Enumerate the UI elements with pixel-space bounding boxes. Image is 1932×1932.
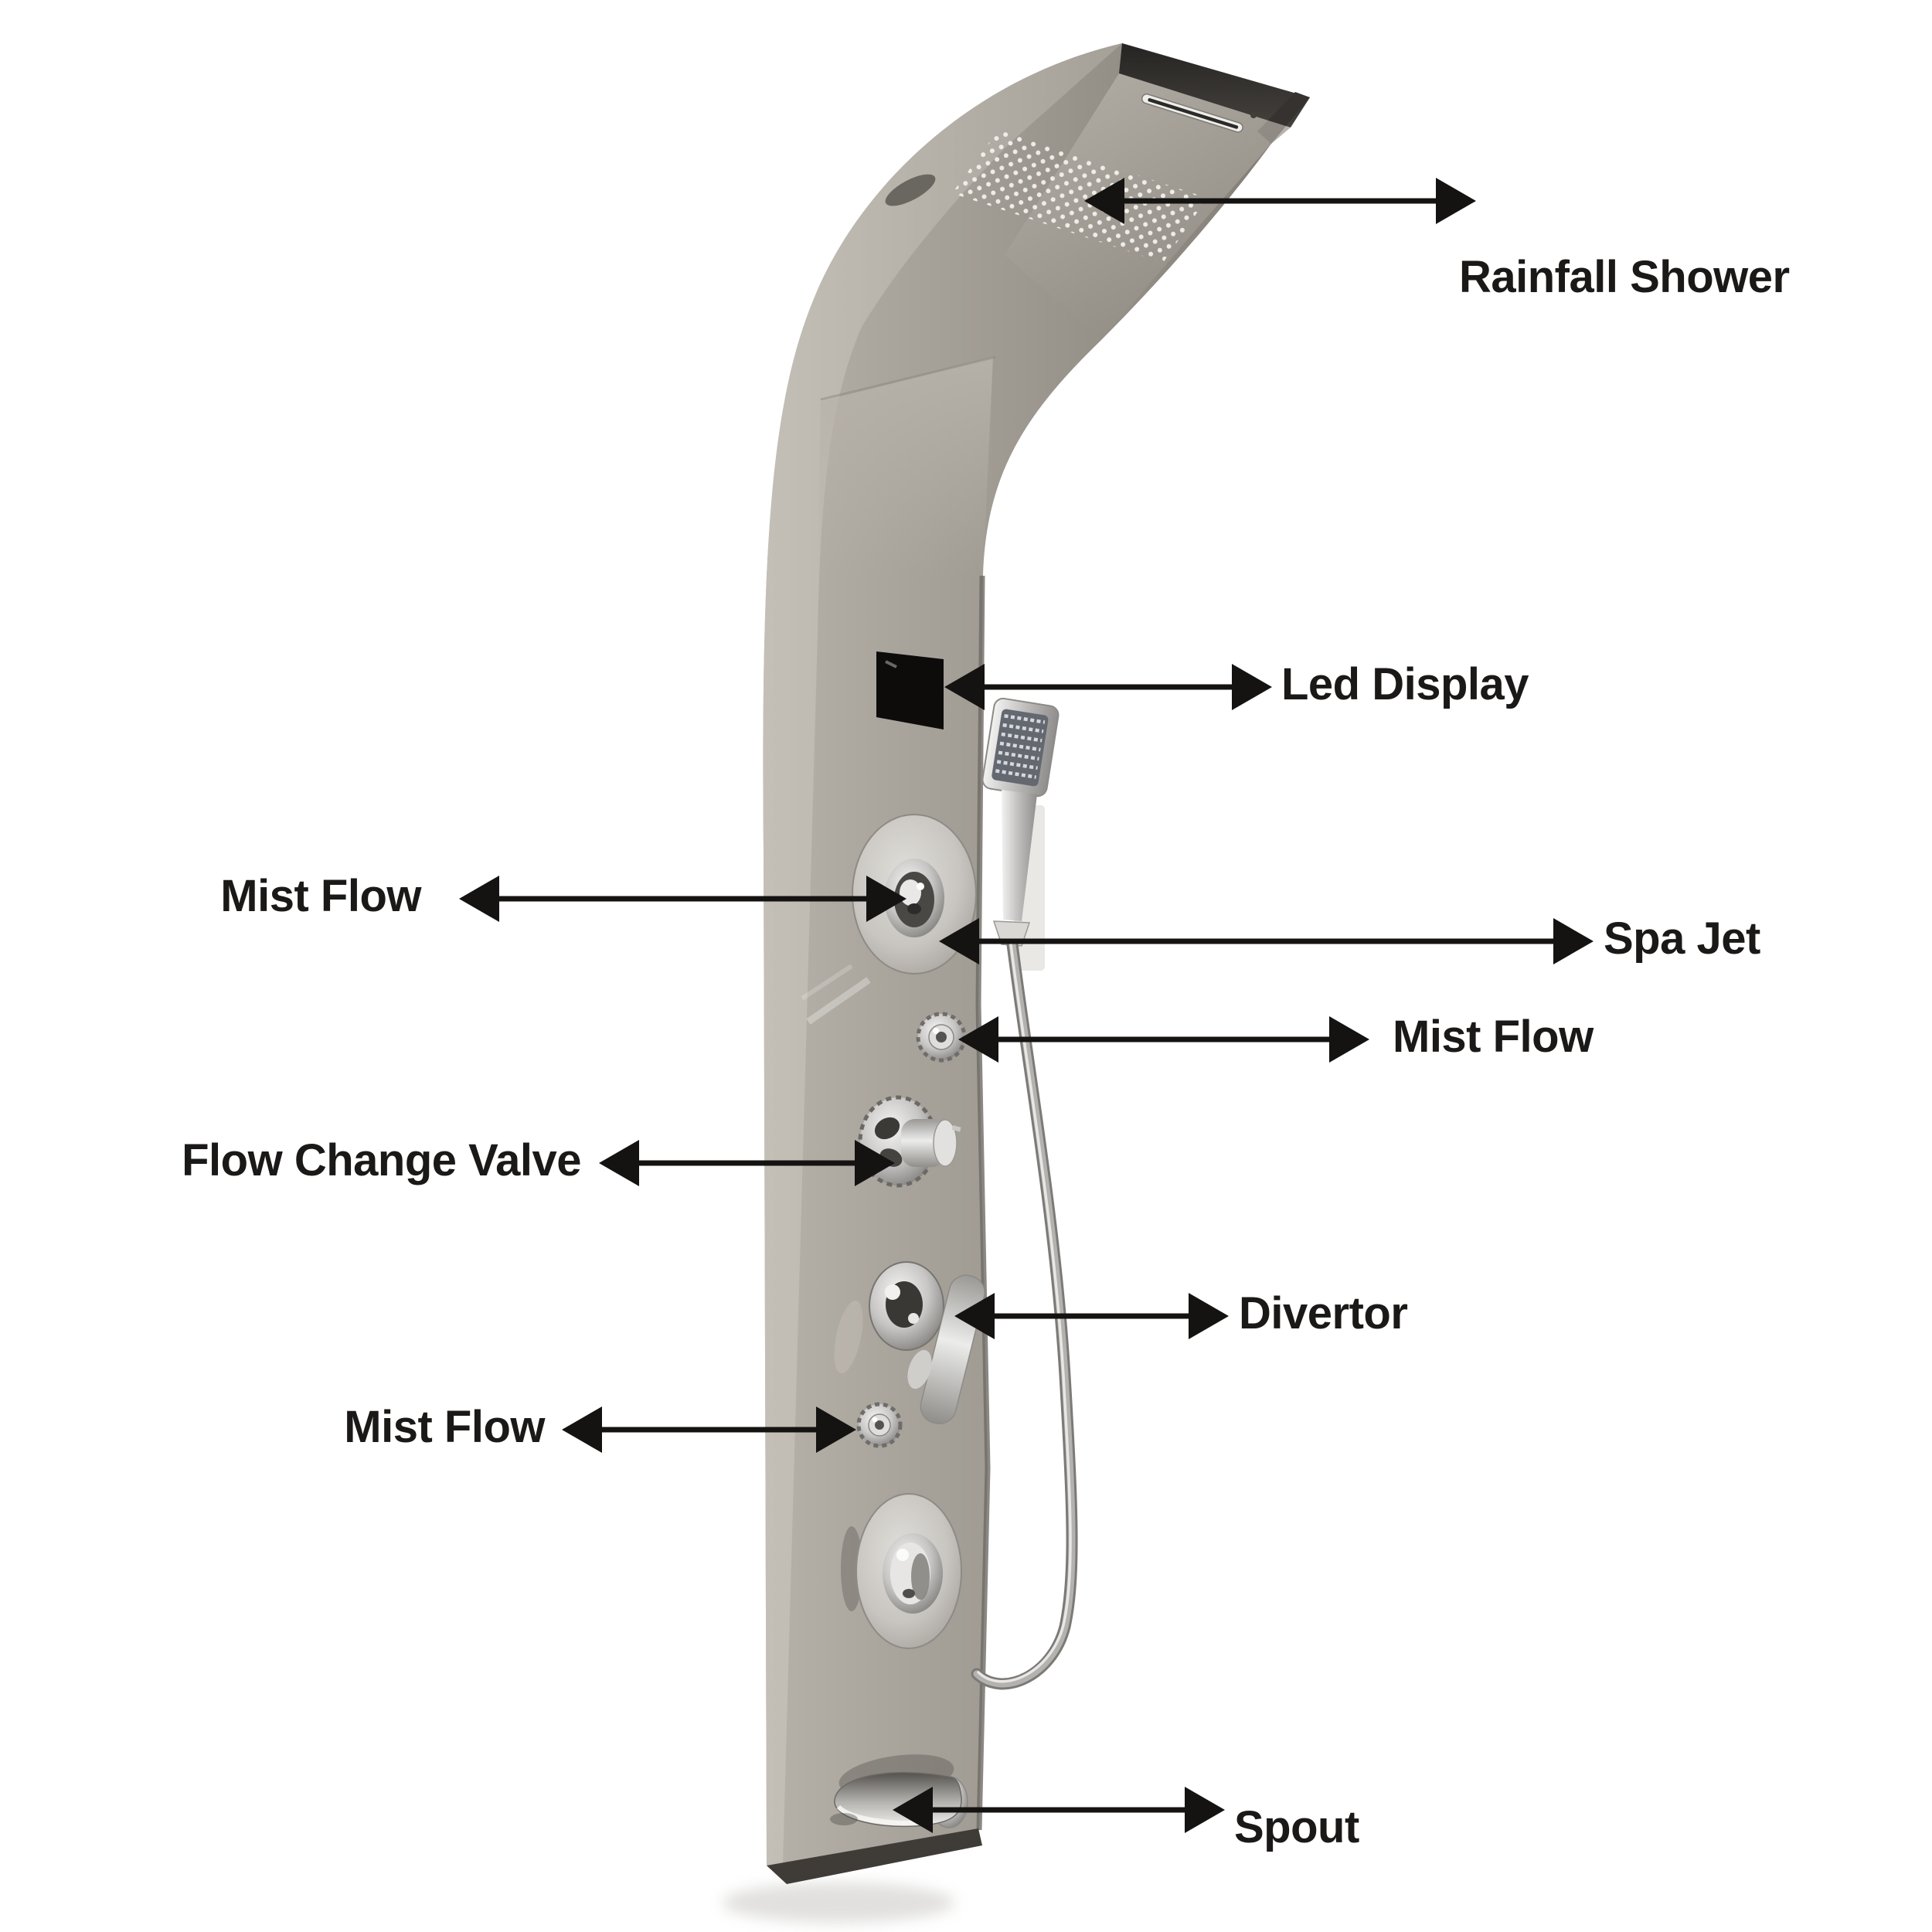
shower-hose [971,938,1078,1690]
label-flow-change-valve: Flow Change Valve [182,1135,581,1185]
hand-shower [981,697,1060,947]
spa-jet-upper [852,814,977,975]
bend-crease-line [820,355,996,401]
arrow-mist-flow-upper [459,876,906,922]
label-rainfall-shower: Rainfall Shower [1459,252,1790,302]
label-spout: Spout [1234,1802,1359,1852]
head-screw [1250,112,1257,118]
label-mist-flow-lower: Mist Flow [344,1402,545,1452]
arrow-spa-jet [939,918,1594,964]
label-mist-flow-upper: Mist Flow [220,871,421,921]
label-divertor: Divertor [1239,1288,1408,1338]
led-display-glint [885,660,897,668]
body-jet-lower [841,1493,962,1649]
mist-nozzle-left [856,1402,903,1448]
label-mist-flow-right: Mist Flow [1393,1012,1594,1062]
label-spa-jet: Spa Jet [1604,913,1760,964]
led-display-screen [876,651,944,730]
panel-reflections [801,964,871,1025]
arrow-mist-flow-right [958,1016,1369,1063]
arrow-led-display [944,664,1272,710]
hand-shower-handle [1002,790,1037,921]
head-top-dark-band [1119,43,1310,128]
arrow-spout [893,1787,1225,1833]
mist-nozzle-right [916,1012,967,1063]
shower-dots [952,130,1207,263]
panel-bottom-edge [767,1828,982,1884]
bend-smudge [885,174,936,206]
bend-highlight [818,357,993,576]
waterfall-slot [1141,94,1243,133]
ground-shadow [723,1883,954,1923]
arrow-flow-change-valve [599,1140,895,1186]
arrow-rainfall-shower [1084,178,1476,224]
label-led-display: Led Display [1281,659,1529,709]
panel-right-edge [975,575,991,1831]
arrow-divertor [954,1293,1229,1339]
arrow-mist-flow-lower [562,1406,856,1453]
